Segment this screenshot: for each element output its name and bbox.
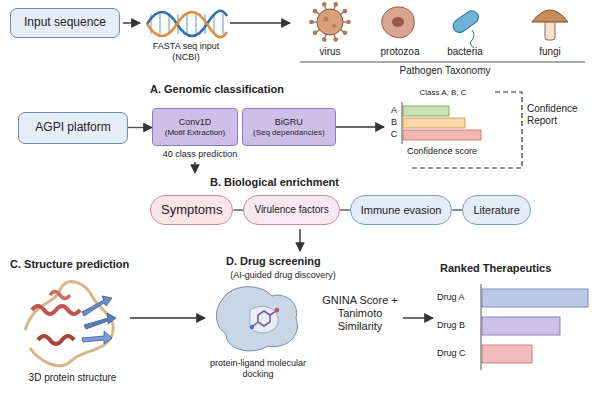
annotation-label: C. Structure prediction [10, 258, 180, 271]
annotation-label: protein-ligand molecular docking [203, 358, 313, 380]
annotation-label: 3D protein structure [10, 372, 135, 384]
annotation-label: 40 class prediction [145, 149, 255, 160]
annotation-label: protozoa [370, 46, 430, 58]
confidence-chart [402, 92, 522, 168]
node-title: AGPI platform [35, 121, 110, 135]
annotation-label: (AI-guided drug discovery) [203, 270, 363, 281]
docking-illustration [216, 287, 297, 351]
flow-arrow [403, 317, 433, 318]
annotation-label: virus [303, 46, 357, 58]
enrichment-pill: Virulence factors [243, 195, 339, 225]
enrichment-pill: Immune evasion [350, 195, 453, 225]
node-title: Conv1D [179, 117, 212, 127]
virus-icon [310, 3, 350, 41]
node-title: Immune evasion [361, 204, 442, 217]
annotation-label: bacteria [435, 46, 495, 58]
node-title: Virulence factors [254, 204, 328, 216]
node-title: Symptoms [161, 203, 222, 218]
taxonomy-rule [300, 62, 585, 63]
annotation-label: fungi [522, 46, 578, 58]
annotation-label: A [388, 105, 400, 116]
flow-arrow [332, 126, 384, 127]
annotation-label: FASTA seq input (NCBI) [143, 41, 229, 63]
flow-arrow [123, 22, 140, 23]
node-subtitle: (Motif Extraction) [165, 128, 225, 137]
flow-arrow [299, 229, 300, 251]
model-box: BiGRU(Seq dependancies) [242, 108, 336, 146]
annotation-label: Pathogen Taxonomy [380, 65, 510, 77]
connector [233, 209, 243, 210]
annotation-label: Confidence score [392, 146, 492, 157]
node-subtitle: (Seq dependancies) [253, 128, 325, 137]
connector [452, 209, 462, 210]
annotation-label: C [388, 129, 400, 140]
annotation-label: Class A, B, C [398, 88, 488, 98]
ranked-bars [481, 284, 588, 370]
protozoa-icon [382, 7, 414, 38]
flow-arrow [194, 162, 195, 173]
node-title: Input sequence [24, 16, 106, 30]
annotation-label: B [388, 117, 400, 128]
annotation-label: B. Biological enrichment [210, 176, 430, 189]
annotation-label: D. Drug screening [226, 255, 376, 268]
fungi-icon [532, 10, 568, 40]
annotation-label: Drug A [437, 292, 479, 303]
bacteria-icon [451, 8, 481, 48]
annotation-label: A. Genomic classification [150, 83, 360, 96]
dna-icon [147, 11, 227, 38]
annotation-label: GNINA Score + Tanimoto Similarity [318, 294, 402, 334]
protein-structure [25, 282, 116, 366]
input-box: Input sequence [10, 8, 120, 38]
enrichment-pill: Literature [462, 195, 530, 225]
flow-arrow [130, 317, 205, 318]
enrichment-pill: Symptoms [150, 195, 233, 225]
annotation-label: Confidence Report [527, 103, 593, 127]
model-box: Conv1D(Motif Extraction) [152, 108, 238, 146]
annotation-label: Ranked Therapeutics [440, 262, 590, 275]
node-title: BiGRU [275, 117, 303, 127]
platform-box: AGPI platform [18, 112, 128, 144]
annotation-label: Drug C [437, 348, 479, 359]
connector [340, 209, 350, 210]
connector [128, 127, 152, 128]
annotation-label: Drug B [437, 320, 479, 331]
flow-arrow [230, 22, 290, 23]
node-title: Literature [473, 204, 519, 217]
